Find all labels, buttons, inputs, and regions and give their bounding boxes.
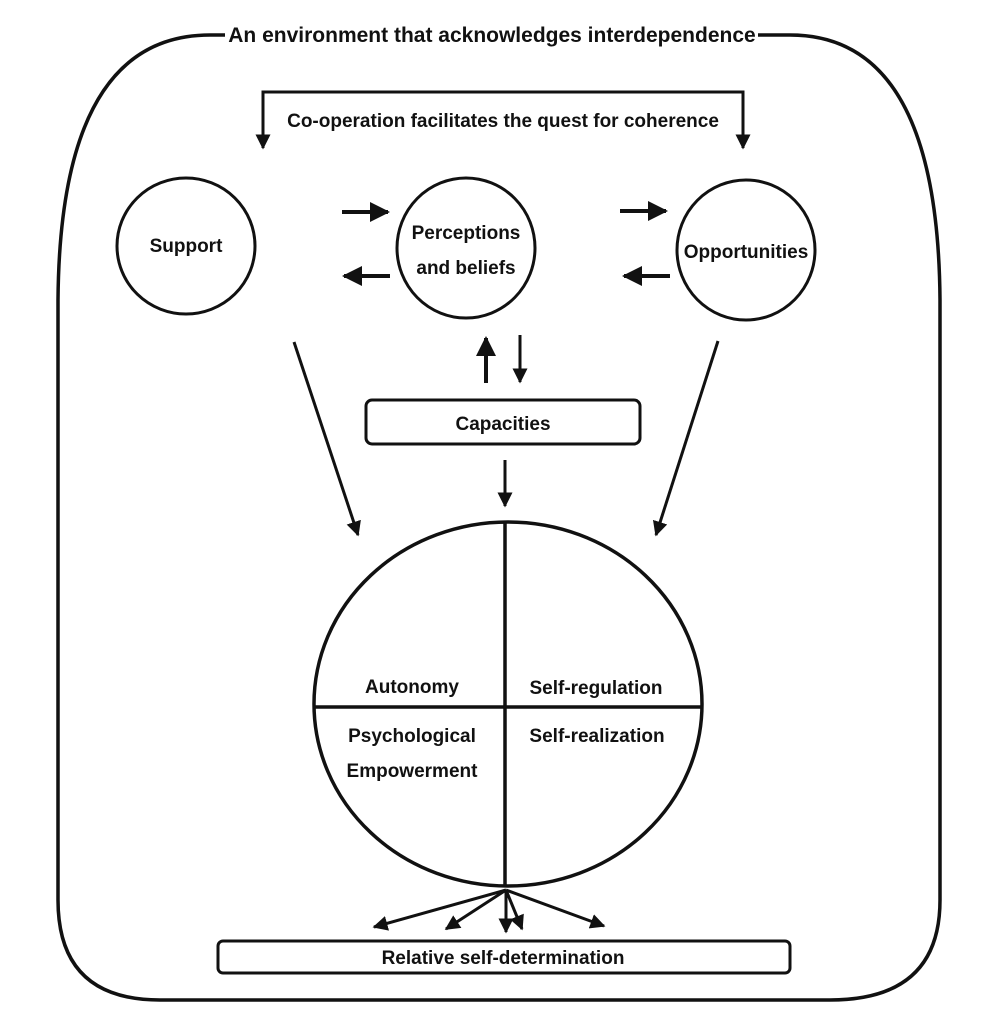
- environment-title: An environment that acknowledges interde…: [228, 24, 755, 47]
- quadrant-self-realization: Self-realization: [529, 726, 664, 747]
- outcome-label: Relative self-determination: [382, 948, 625, 969]
- arrow-support-to-circle: [292, 341, 361, 537]
- perceptions-node: [395, 176, 537, 320]
- capacities-label: Capacities: [455, 414, 550, 435]
- fan-arrow-left: [444, 888, 507, 931]
- support-node: [115, 176, 257, 316]
- quadrant-psychological-line2: Empowerment: [347, 761, 479, 782]
- quadrant-self-regulation: Self-regulation: [529, 678, 662, 699]
- cooperation-label: Co-operation facilitates the quest for c…: [287, 111, 719, 132]
- perceptions-label-line1: Perceptions: [412, 223, 521, 244]
- quadrant-psychological-line1: Psychological: [348, 726, 476, 747]
- support-label: Support: [150, 236, 223, 257]
- arrow-opportunities-to-circle: [652, 340, 720, 537]
- fan-arrow-far-left: [372, 888, 507, 931]
- opportunities-node: [675, 178, 817, 322]
- quadrant-autonomy: Autonomy: [365, 677, 459, 698]
- fan-arrow-far-right: [505, 888, 606, 929]
- perceptions-label-line2: and beliefs: [416, 258, 515, 279]
- self-determination-circle: [312, 520, 704, 888]
- cooperation-bracket: [255, 90, 751, 150]
- capacities-node: [364, 398, 642, 446]
- fan-arrow-right: [504, 889, 524, 931]
- outcome-arrows: [372, 888, 606, 934]
- outcome-node: [216, 939, 792, 975]
- environment-frame: [56, 33, 942, 1002]
- opportunities-label: Opportunities: [684, 242, 809, 263]
